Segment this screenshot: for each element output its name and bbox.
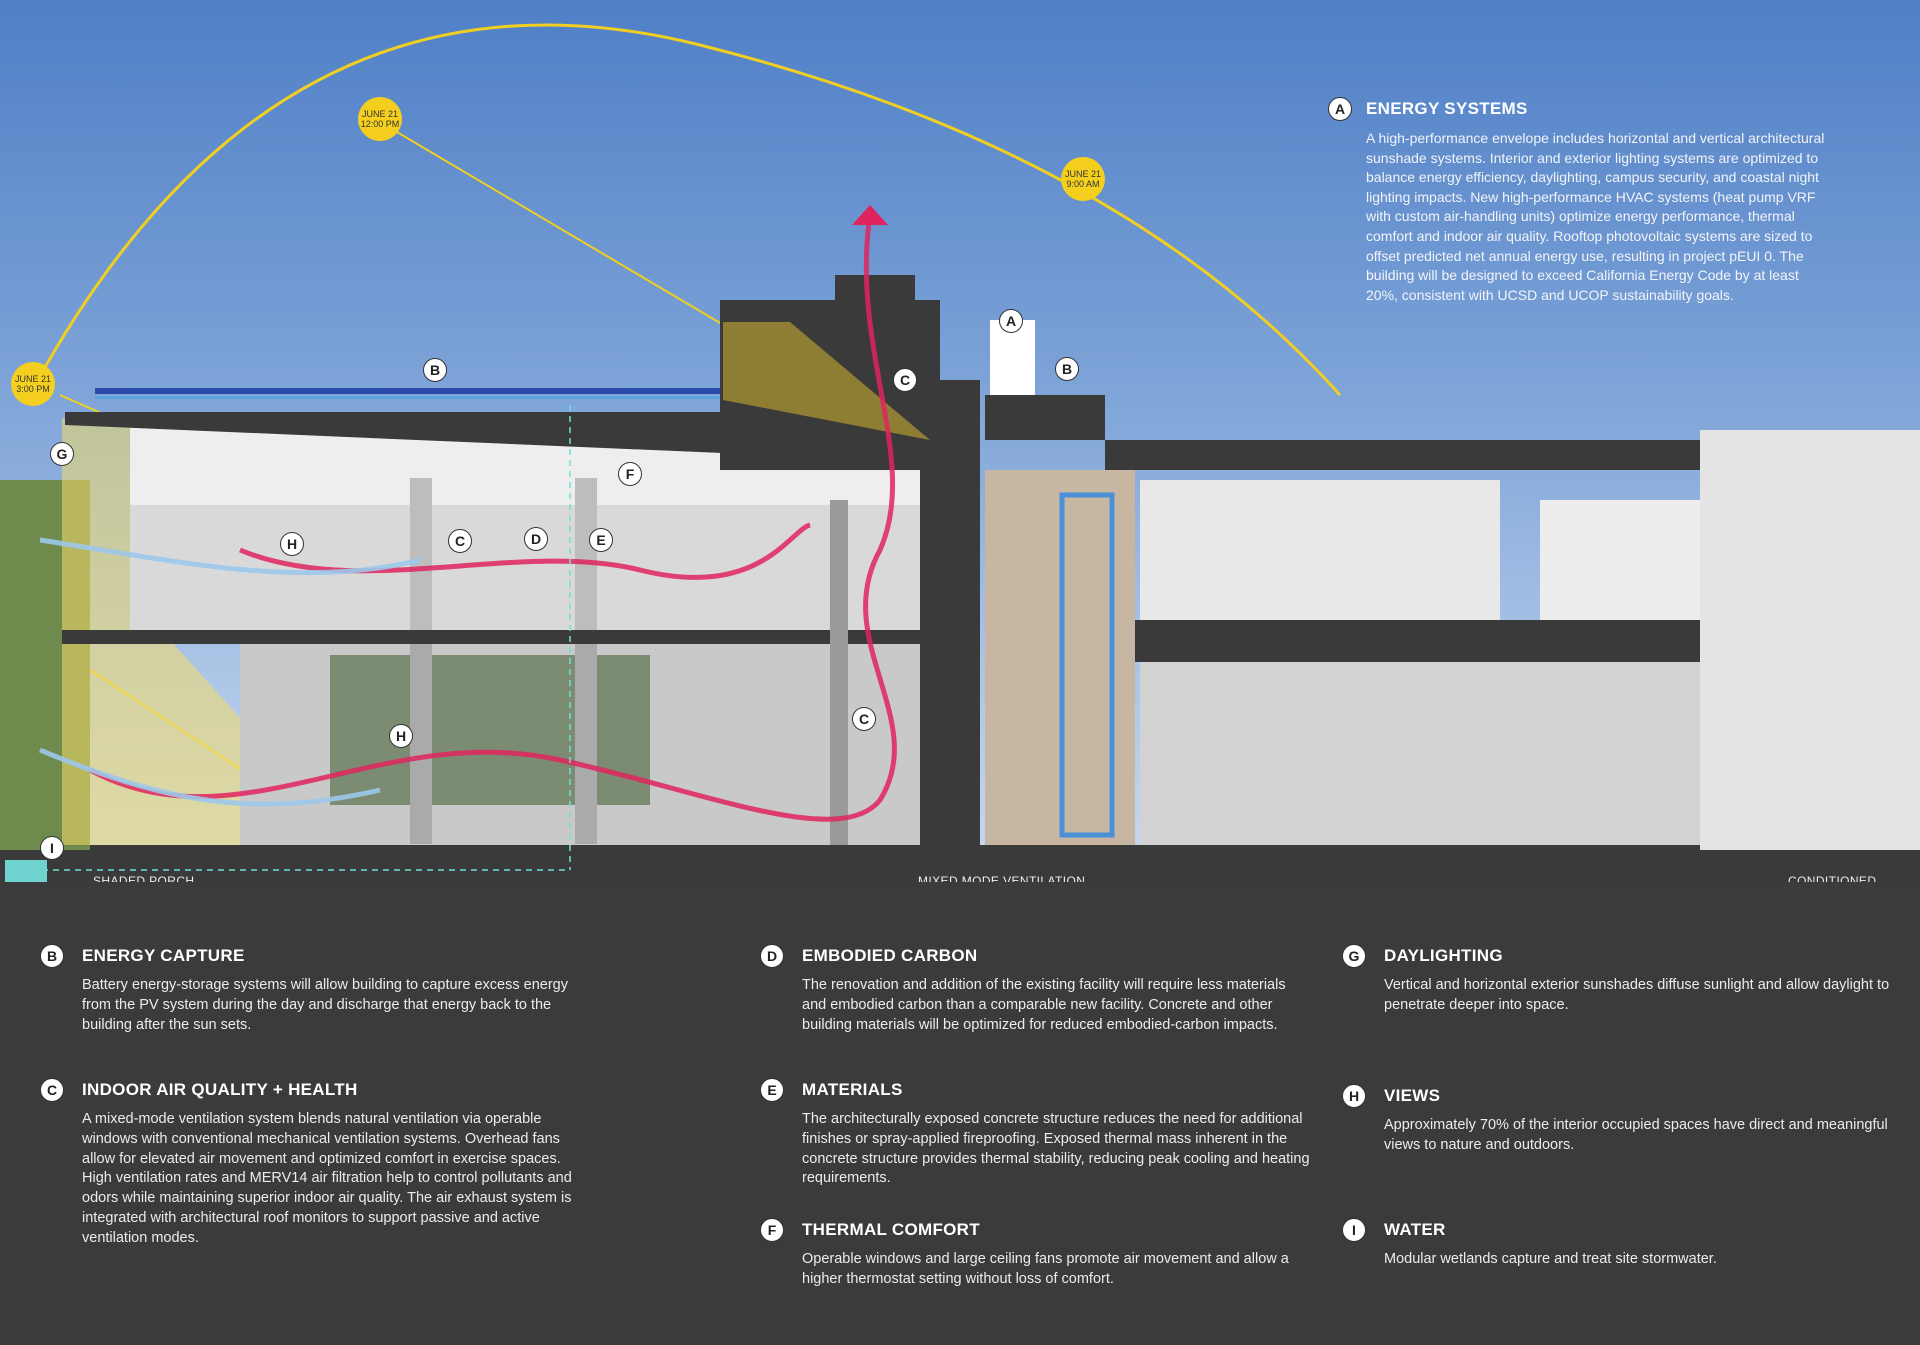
column [575, 478, 597, 630]
right-wing-slab [1135, 620, 1715, 662]
legend-item-indoor-air: C INDOOR AIR QUALITY + HEALTH A mixed-mo… [40, 1078, 590, 1249]
marker-f: F [760, 1218, 784, 1242]
main-roof-slab [65, 412, 840, 458]
marker-c: C [448, 529, 472, 553]
marker-e: E [589, 528, 613, 552]
sun-marker-date: JUNE 21 [14, 374, 51, 384]
pv-array [95, 388, 720, 394]
airflow-exhaust-arrowhead [852, 205, 888, 225]
sun-marker-date: JUNE 21 [361, 109, 398, 119]
legend-item-embodied-carbon: D EMBODIED CARBON The renovation and add… [760, 944, 1310, 1035]
legend-item-materials: E MATERIALS The architecturally exposed … [760, 1078, 1310, 1189]
legend-item-heading: H VIEWS [1342, 1084, 1892, 1108]
sun-marker-noon: JUNE 21 12:00 PM [358, 97, 402, 141]
roof-monitor-shading [723, 322, 930, 440]
legend-item-heading: E MATERIALS [760, 1078, 1310, 1102]
legend-item-title: VIEWS [1384, 1086, 1441, 1105]
marker-g: G [1342, 944, 1366, 968]
column [830, 500, 848, 845]
right-room-upper [1540, 500, 1700, 620]
stair-structure [1059, 492, 1115, 838]
legend-item-views: H VIEWS Approximately 70% of the interio… [1342, 1084, 1892, 1156]
conditioned-wing [1700, 430, 1920, 850]
legend-item-heading: C INDOOR AIR QUALITY + HEALTH [40, 1078, 590, 1102]
legend-item-body: Battery energy-storage systems will allo… [82, 977, 568, 1033]
right-wing-roof [985, 395, 1105, 440]
sun-marker-time: 9:00 AM [1066, 179, 1100, 189]
column [410, 478, 432, 630]
legend-item-body: Vertical and horizontal exterior sunshad… [1384, 977, 1890, 1013]
upper-room [1140, 480, 1500, 620]
legend-item-heading: G DAYLIGHTING [1342, 944, 1892, 968]
legend-item-title: DAYLIGHTING [1384, 946, 1503, 965]
marker-b: B [423, 358, 447, 382]
marker-d: D [524, 527, 548, 551]
legend-item-body: Modular wetlands capture and treat site … [1384, 1251, 1717, 1267]
marker-d: D [760, 944, 784, 968]
airflow-warm-lower [88, 214, 897, 822]
legend-item-title: ENERGY CAPTURE [82, 946, 245, 965]
marker-i: I [1342, 1218, 1366, 1242]
marker-g: G [50, 442, 74, 466]
right-wing-roof-long [1105, 440, 1700, 470]
legend-item-title: THERMAL COMFORT [802, 1220, 980, 1239]
marker-c: C [893, 368, 917, 392]
energy-systems-body: A high-performance envelope includes hor… [1366, 130, 1825, 303]
roof-monitor-cap [835, 275, 915, 300]
legend-item-thermal-comfort: F THERMAL COMFORT Operable windows and l… [760, 1218, 1310, 1290]
marker-c: C [852, 707, 876, 731]
upper-floor-slab [62, 630, 922, 644]
sun-marker-9am: JUNE 21 9:00 AM [1061, 157, 1105, 201]
legend-item-title: WATER [1384, 1220, 1446, 1239]
marker-e: E [760, 1078, 784, 1102]
sun-marker-3pm: JUNE 21 3:00 PM [11, 362, 55, 406]
column [410, 644, 432, 844]
marker-a: A [999, 309, 1023, 333]
marker-f: F [618, 462, 642, 486]
marker-h: H [280, 532, 304, 556]
sun-marker-date: JUNE 21 [1064, 169, 1101, 179]
airflow-cool-upper [39, 537, 421, 576]
legend-item-heading: D EMBODIED CARBON [760, 944, 1310, 968]
legend-item-title: INDOOR AIR QUALITY + HEALTH [82, 1080, 358, 1099]
marker-a: A [1328, 97, 1352, 121]
legend-item-body: A mixed-mode ventilation system blends n… [82, 1111, 572, 1246]
legend-item-heading: B ENERGY CAPTURE [40, 944, 590, 968]
column [575, 644, 597, 844]
energy-systems-heading: A ENERGY SYSTEMS [1328, 97, 1828, 121]
legend-item-body: Operable windows and large ceiling fans … [802, 1251, 1289, 1287]
marker-i: I [40, 836, 64, 860]
marker-h: H [1342, 1084, 1366, 1108]
lower-room [1140, 662, 1700, 845]
marker-b: B [1055, 357, 1079, 381]
airflow-cool-lower [39, 747, 381, 807]
legend-item-title: EMBODIED CARBON [802, 946, 978, 965]
legend-item-body: The renovation and addition of the exist… [802, 977, 1286, 1033]
legend-item-energy-capture: B ENERGY CAPTURE Battery energy-storage … [40, 944, 590, 1035]
legend-item-heading: I WATER [1342, 1218, 1892, 1242]
energy-systems-title: ENERGY SYSTEMS [1366, 99, 1528, 118]
sun-marker-time: 3:00 PM [16, 384, 50, 394]
legend-item-daylighting: G DAYLIGHTING Vertical and horizontal ex… [1342, 944, 1892, 1016]
marker-c: C [40, 1078, 64, 1102]
lower-glazing [330, 655, 650, 805]
legend-item-heading: F THERMAL COMFORT [760, 1218, 1310, 1242]
legend-item-body: The architecturally exposed concrete str… [802, 1111, 1310, 1187]
legend-item-title: MATERIALS [802, 1080, 903, 1099]
legend-item-body: Approximately 70% of the interior occupi… [1384, 1117, 1888, 1153]
sun-path-arc [33, 23, 1342, 397]
marker-b: B [40, 944, 64, 968]
pv-array-edge [95, 396, 720, 399]
building-section-drawing [0, 23, 1920, 898]
marker-h: H [389, 724, 413, 748]
legend-panel [0, 882, 1920, 1345]
energy-systems-section: A ENERGY SYSTEMS A high-performance enve… [1328, 97, 1828, 305]
sun-marker-time: 12:00 PM [360, 119, 400, 129]
legend-item-water: I WATER Modular wetlands capture and tre… [1342, 1218, 1892, 1270]
exit-arrow-marker [5, 860, 47, 882]
